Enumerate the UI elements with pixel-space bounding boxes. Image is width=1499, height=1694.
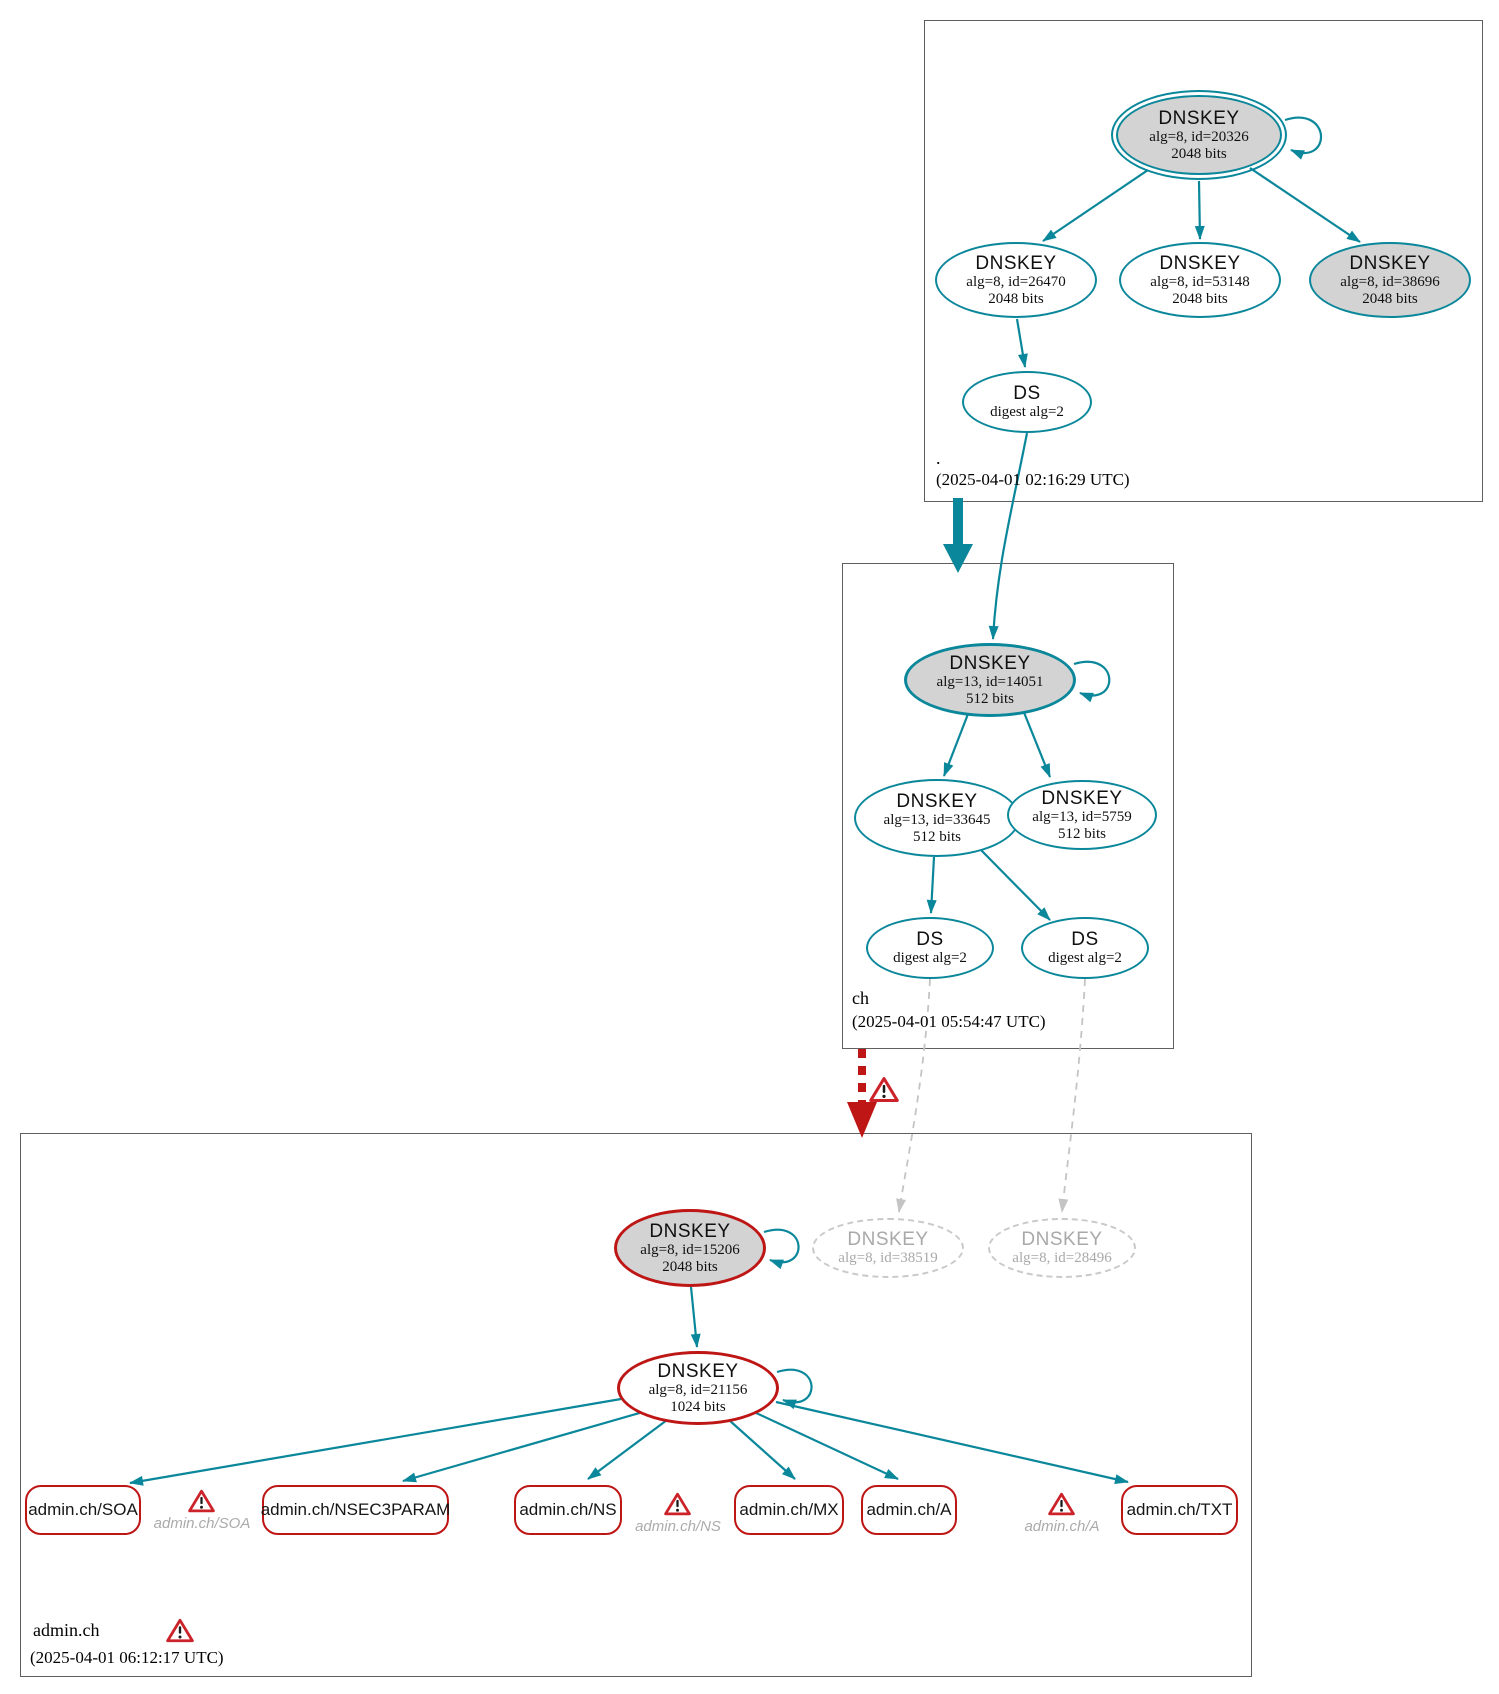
node-detail: digest alg=2 [990,404,1064,420]
zone-timestamp-ch: (2025-04-01 05:54:47 UTC) [852,1012,1046,1031]
node-bits: 2048 bits [1171,145,1227,162]
node-type: DS [1071,929,1099,950]
node-detail: alg=8, id=53148 [1150,273,1250,290]
node-type: DS [916,929,944,950]
node-bits: 2048 bits [1172,290,1228,307]
dnskey-node-admin-zsk-21156[interactable]: DNSKEY alg=8, id=21156 1024 bits [617,1351,779,1425]
dnskey-node-ch-5759[interactable]: DNSKEY alg=13, id=5759 512 bits [1007,780,1157,850]
node-type: DNSKEY [1159,252,1241,274]
rrset-node-soa[interactable]: admin.ch/SOA [25,1485,141,1535]
rrset-label: admin.ch/NS [519,1500,617,1519]
delegation-arrow-root-to-ch [943,498,973,573]
zone-box-admin-ch [20,1133,1252,1677]
node-detail: alg=8, id=20326 [1149,128,1249,145]
dnskey-node-admin-missing-38519[interactable]: DNSKEY alg=8, id=38519 [812,1218,964,1278]
warning-icon [188,1489,215,1513]
rrset-node-ns[interactable]: admin.ch/NS [514,1485,622,1535]
dnskey-node-ch-33645[interactable]: DNSKEY alg=13, id=33645 512 bits [854,779,1020,857]
node-bits: 1024 bits [670,1398,726,1415]
node-type: DNSKEY [657,1360,739,1382]
rrset-node-txt[interactable]: admin.ch/TXT [1121,1485,1238,1535]
node-detail: alg=13, id=33645 [883,811,991,828]
node-type: DNSKEY [896,790,978,812]
rrset-label: admin.ch/NSEC3PARAM [260,1500,451,1519]
rrset-node-nsec3param[interactable]: admin.ch/NSEC3PARAM [260,1485,451,1535]
node-detail: alg=13, id=5759 [1032,808,1132,825]
missing-rrset-label-a: admin.ch/A [1024,1518,1100,1535]
node-bits: 512 bits [1058,825,1106,842]
dnskey-node-admin-missing-28496[interactable]: DNSKEY alg=8, id=28496 [988,1218,1136,1278]
node-bits: 512 bits [913,828,961,845]
rrset-node-a[interactable]: admin.ch/A [861,1485,957,1535]
node-bits: 2048 bits [662,1258,718,1275]
rrset-label: admin.ch/A [866,1500,952,1519]
node-detail: alg=8, id=28496 [1012,1250,1112,1266]
node-type: DNSKEY [1041,787,1123,809]
node-detail: alg=13, id=14051 [936,673,1044,690]
rrset-label: admin.ch/TXT [1126,1500,1233,1519]
missing-rrset-label-ns: admin.ch/NS [635,1518,721,1535]
node-detail: alg=8, id=15206 [640,1241,740,1258]
ds-node-ch-2[interactable]: DS digest alg=2 [1021,917,1149,979]
zone-box-root [924,20,1483,502]
node-type: DNSKEY [949,652,1031,674]
node-type: DS [1013,383,1041,404]
dnskey-node-root-ksk-20326[interactable]: DNSKEY alg=8, id=20326 2048 bits [1111,90,1287,180]
node-detail: digest alg=2 [1048,950,1122,966]
dnskey-node-root-ksk-inner: DNSKEY alg=8, id=20326 2048 bits [1116,95,1282,175]
warning-icon [166,1618,194,1643]
node-detail: alg=8, id=21156 [648,1381,748,1398]
node-type: DNSKEY [1021,1229,1103,1250]
warning-icon [664,1492,691,1516]
rrset-label: admin.ch/MX [739,1500,839,1519]
dnskey-node-ch-ksk-14051[interactable]: DNSKEY alg=13, id=14051 512 bits [904,643,1076,717]
zone-label-ch: ch [852,988,869,1008]
node-type: DNSKEY [649,1220,731,1242]
ds-node-ch-1[interactable]: DS digest alg=2 [866,917,994,979]
dnskey-node-root-53148[interactable]: DNSKEY alg=8, id=53148 2048 bits [1119,242,1281,318]
rrset-label: admin.ch/SOA [28,1500,138,1519]
node-detail: alg=8, id=26470 [966,273,1066,290]
zone-timestamp-root: (2025-04-01 02:16:29 UTC) [936,470,1130,489]
node-detail: digest alg=2 [893,950,967,966]
zone-label-root: . [936,448,941,468]
node-type: DNSKEY [847,1229,929,1250]
dnskey-node-root-26470[interactable]: DNSKEY alg=8, id=26470 2048 bits [935,242,1097,318]
node-detail: alg=8, id=38519 [838,1250,938,1266]
zone-label-admin-ch: admin.ch [33,1620,100,1640]
dnskey-node-admin-ksk-15206[interactable]: DNSKEY alg=8, id=15206 2048 bits [614,1209,766,1287]
rrset-node-mx[interactable]: admin.ch/MX [734,1485,844,1535]
zone-timestamp-admin-ch: (2025-04-01 06:12:17 UTC) [30,1648,224,1667]
node-bits: 512 bits [966,690,1014,707]
node-type: DNSKEY [1349,252,1431,274]
warning-icon [869,1077,899,1102]
missing-rrset-label-soa: admin.ch/SOA [153,1515,251,1532]
node-type: DNSKEY [975,252,1057,274]
node-bits: 2048 bits [1362,290,1418,307]
warning-icon [1048,1492,1075,1516]
ds-node-root[interactable]: DS digest alg=2 [962,371,1092,433]
node-detail: alg=8, id=38696 [1340,273,1440,290]
node-bits: 2048 bits [988,290,1044,307]
node-type: DNSKEY [1158,107,1240,129]
dnskey-node-root-38696[interactable]: DNSKEY alg=8, id=38696 2048 bits [1309,242,1471,318]
